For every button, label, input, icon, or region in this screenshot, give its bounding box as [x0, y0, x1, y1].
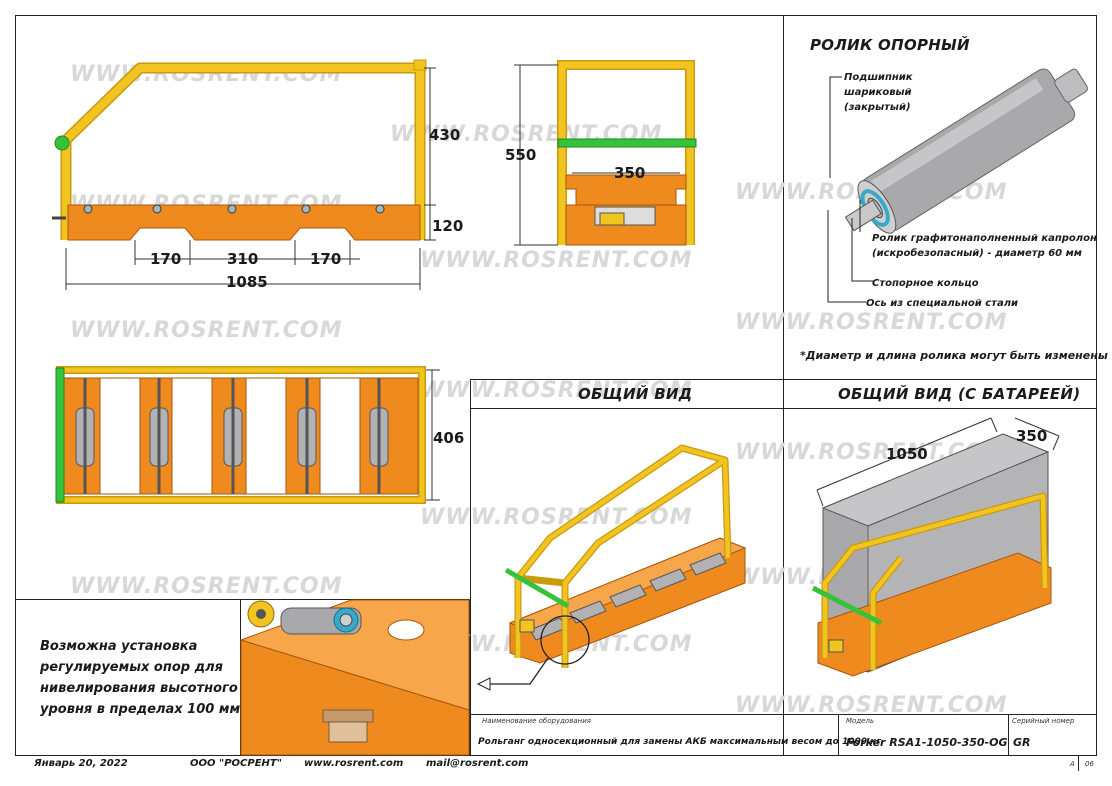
watermark: WWW.ROSRENT.COM — [735, 693, 1008, 718]
support-note: Возможна установка регулируемых опор для… — [40, 636, 240, 720]
roller-material-line: (искробезопасный) - диаметр 60 мм — [872, 248, 1082, 259]
bearing-label-line: шариковый — [844, 87, 912, 98]
divider-right-top — [470, 379, 1097, 380]
drawing-border — [15, 15, 1097, 756]
dim-base-height: 120 — [432, 217, 464, 235]
footer-company: ООО "РОСРЕНТ" — [190, 758, 282, 769]
sheet-divider — [1078, 756, 1079, 771]
serial-value: GR — [1013, 736, 1031, 749]
footer-email: mail@rosrent.com — [426, 758, 529, 769]
divider-model — [838, 714, 839, 756]
serial-header: Серийный номер — [1012, 717, 1075, 725]
watermark: WWW.ROSRENT.COM — [420, 248, 693, 273]
support-note-line: нивелирования высотного — [40, 681, 238, 696]
top-view-drawing — [55, 366, 440, 504]
dim-battery-width: 350 — [1016, 427, 1048, 445]
dim-spacing-left: 170 — [150, 250, 182, 268]
dim-battery-length: 1050 — [886, 445, 928, 463]
watermark: WWW.ROSRENT.COM — [735, 310, 1008, 335]
dim-frame-height: 430 — [429, 126, 461, 144]
model-header: Модель — [846, 717, 875, 725]
general-view-illustration — [476, 444, 747, 691]
side-view-drawing — [514, 60, 697, 246]
footer-date: Январь 20, 2022 — [34, 758, 128, 769]
axis-label: Ось из специальной стали — [866, 298, 1019, 309]
divider-title-block — [470, 714, 1097, 715]
dim-side-height: 550 — [505, 146, 537, 164]
support-note-line: уровня в пределах 100 мм — [40, 702, 241, 717]
model-value: Forker RSA1-1050-350-OG — [846, 736, 1008, 749]
roller-material-label: Ролик графитонаполненный капролон (искро… — [872, 231, 1097, 261]
support-foot-closeup — [239, 599, 470, 756]
front-view-drawing — [52, 59, 436, 290]
divider-views — [470, 379, 471, 756]
watermark: WWW.ROSRENT.COM — [70, 574, 343, 599]
divider-titles — [470, 408, 1097, 409]
dim-total-length: 1085 — [226, 273, 268, 291]
support-note-line: Возможна установка — [40, 639, 198, 654]
support-note-line: регулируемых опор для — [40, 660, 223, 675]
roller-illustration — [827, 68, 1088, 303]
footer-website: www.rosrent.com — [304, 758, 404, 769]
sheet-format: A — [1070, 760, 1075, 768]
dim-top-width: 406 — [433, 429, 465, 447]
equipment-header: Наименование оборудования — [482, 717, 591, 725]
dim-side-width: 350 — [614, 164, 646, 182]
divider-serial — [1008, 714, 1009, 756]
dim-spacing-mid: 310 — [227, 250, 259, 268]
retaining-ring-label: Стопорное кольцо — [872, 278, 979, 289]
roller-section-title: РОЛИК ОПОРНЫЙ — [810, 36, 970, 54]
battery-view-illustration — [811, 417, 1060, 677]
bearing-label-line: Подшипник — [844, 72, 913, 83]
battery-view-title: ОБЩИЙ ВИД (С БАТАРЕЕЙ) — [838, 385, 1081, 403]
watermark: WWW.ROSRENT.COM — [420, 378, 693, 403]
bearing-label: Подшипник шариковый (закрытый) — [844, 70, 913, 115]
bearing-label-line: (закрытый) — [844, 102, 911, 113]
roller-size-note: *Диаметр и длина ролика могут быть измен… — [800, 349, 1108, 362]
roller-material-line: Ролик графитонаполненный капролон — [872, 233, 1097, 244]
sheet-number: 06 — [1085, 760, 1094, 768]
dim-spacing-right: 170 — [310, 250, 342, 268]
divider-right-column — [783, 15, 784, 756]
general-view-title: ОБЩИЙ ВИД — [578, 385, 693, 403]
watermark: WWW.ROSRENT.COM — [70, 318, 343, 343]
equipment-name: Рольганг односекционный для замены АКБ м… — [478, 737, 881, 747]
